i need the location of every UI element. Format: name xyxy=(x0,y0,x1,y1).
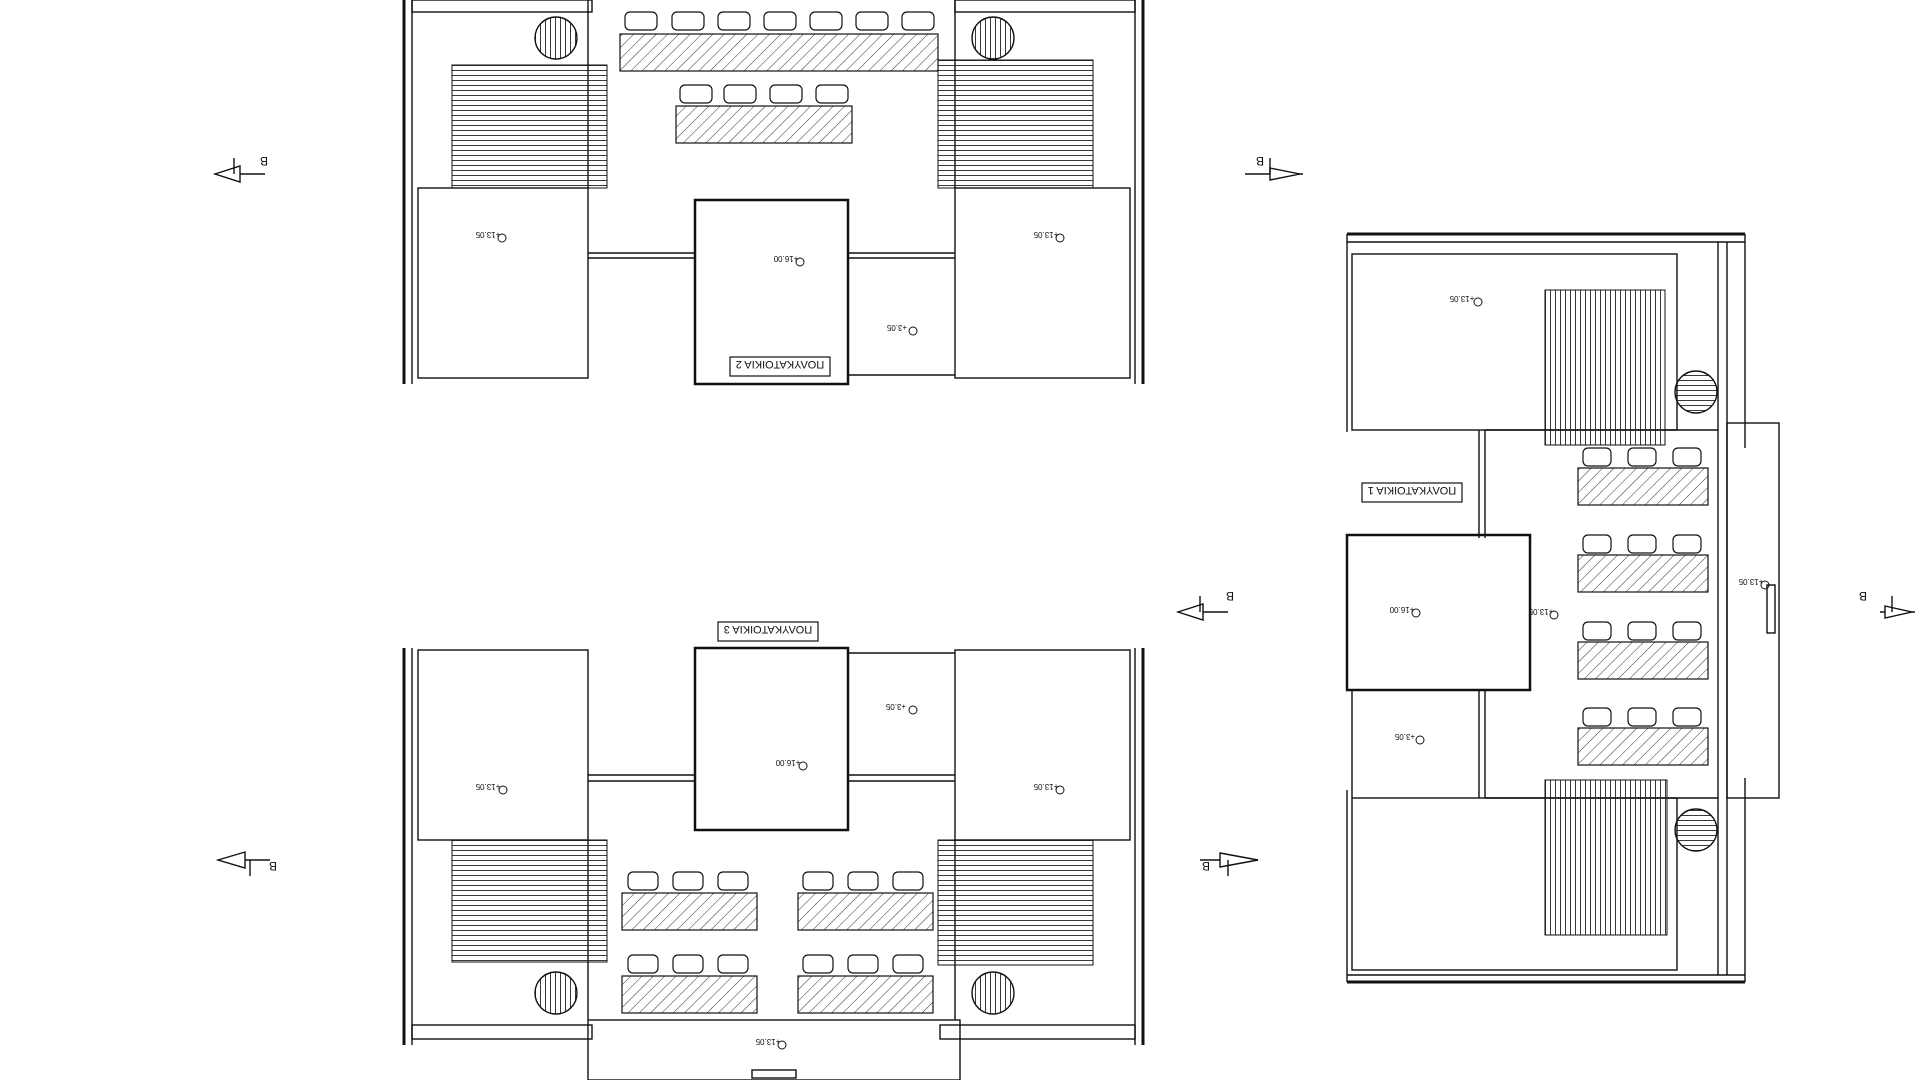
elevation-b3-left: +13.05 xyxy=(475,782,508,795)
svg-text:+3.05: +3.05 xyxy=(885,702,906,711)
elevation-b2-court: +3.05 xyxy=(886,323,918,336)
building-3-plan xyxy=(402,646,1145,1080)
elevation-markers: +13.05 +16.00 +13.05 +3.05 +3.05 +16.00 … xyxy=(475,230,1770,1050)
building-1-seating xyxy=(1577,447,1709,766)
svg-text:+13.05: +13.05 xyxy=(1033,230,1058,239)
elevation-b3-entry: +13.05 xyxy=(755,1037,787,1050)
section-marker-top-right xyxy=(1245,158,1303,181)
section-label-top-left: B xyxy=(260,154,268,168)
svg-text:+13.05: +13.05 xyxy=(1449,294,1474,303)
elevation-b2-left: +13.05 xyxy=(475,230,507,243)
section-label-mid-right: B xyxy=(1859,589,1867,603)
section-label-bottom-left: B xyxy=(269,859,277,873)
section-marker-bottom-right xyxy=(1200,852,1259,876)
svg-text:+16.00: +16.00 xyxy=(773,254,798,263)
building-1-plan xyxy=(1345,232,1780,984)
section-marker-mid-left xyxy=(1175,596,1228,621)
section-marker-bottom-left xyxy=(215,851,270,876)
elevation-b3-roof: +16.00 xyxy=(775,758,808,771)
svg-text:+16.00: +16.00 xyxy=(1389,605,1414,614)
building-3-label: ΠΟΛΥΚΑΤΟΙΚΙΑ 3 xyxy=(724,623,812,635)
svg-text:+13.05: +13.05 xyxy=(1738,577,1763,586)
section-marker-top-left xyxy=(212,158,265,183)
svg-text:+13.05: +13.05 xyxy=(475,782,500,791)
svg-text:+13.05: +13.05 xyxy=(1528,607,1553,616)
section-letters: B B B B B B xyxy=(260,154,1867,873)
svg-text:+3.05: +3.05 xyxy=(886,323,907,332)
elevation-b2-right: +13.05 xyxy=(1033,230,1065,243)
building-2-seating xyxy=(619,11,939,144)
building-3-seating xyxy=(621,871,934,1014)
svg-text:+13.05: +13.05 xyxy=(1033,782,1058,791)
building-labels: ΠΟΛΥΚΑΤΟΙΚΙΑ 2 ΠΟΛΥΚΑΤΟΙΚΙΑ 3 ΠΟΛΥΚΑΤΟΙΚ… xyxy=(717,356,1463,642)
building-1-label: ΠΟΛΥΚΑΤΟΙΚΙΑ 1 xyxy=(1368,484,1456,496)
elevation-b3-court: +3.05 xyxy=(885,702,918,715)
svg-text:+13.05: +13.05 xyxy=(475,230,500,239)
section-label-mid-left: B xyxy=(1226,589,1234,603)
elevation-b1-edge: +13.05 xyxy=(1738,577,1770,590)
elevation-b2-roof: +16.00 xyxy=(773,254,805,267)
section-markers xyxy=(212,158,1915,876)
svg-text:+16.00: +16.00 xyxy=(775,758,800,767)
elevation-b1-top: +13.05 xyxy=(1449,294,1483,307)
elevation-b1-roof: +16.00 xyxy=(1389,605,1421,618)
section-label-top-right: B xyxy=(1256,154,1264,168)
building-2-plan xyxy=(402,0,1145,386)
elevation-b1-corridor: +13.05 xyxy=(1528,607,1559,620)
section-label-bottom-right: B xyxy=(1202,859,1210,873)
section-marker-mid-right xyxy=(1880,596,1915,619)
svg-text:+3.05: +3.05 xyxy=(1394,732,1415,741)
building-2-label: ΠΟΛΥΚΑΤΟΙΚΙΑ 2 xyxy=(736,358,824,370)
elevation-b3-right: +13.05 xyxy=(1033,782,1065,795)
elevation-b1-court: +3.05 xyxy=(1394,732,1425,745)
svg-text:+13.05: +13.05 xyxy=(755,1037,780,1046)
